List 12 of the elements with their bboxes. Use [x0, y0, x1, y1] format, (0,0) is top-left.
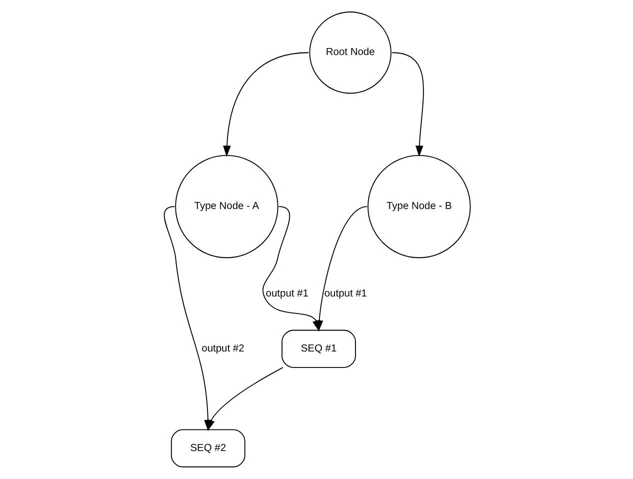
- edge-label: output #2: [201, 343, 244, 354]
- arrow: [314, 206, 368, 332]
- arrow: [222, 52, 308, 157]
- node-circle: Root Node: [308, 12, 391, 94]
- edge-label: output #1: [324, 288, 367, 300]
- node-circle: Type Node - B: [367, 154, 470, 258]
- node-box: SEQ #2: [170, 429, 245, 468]
- edge-label: output #1: [265, 288, 308, 300]
- node-circle: Type Node - A: [174, 154, 278, 258]
- arrow: [206, 367, 283, 432]
- node-box: SEQ #1: [281, 330, 356, 368]
- arrow: [391, 52, 424, 157]
